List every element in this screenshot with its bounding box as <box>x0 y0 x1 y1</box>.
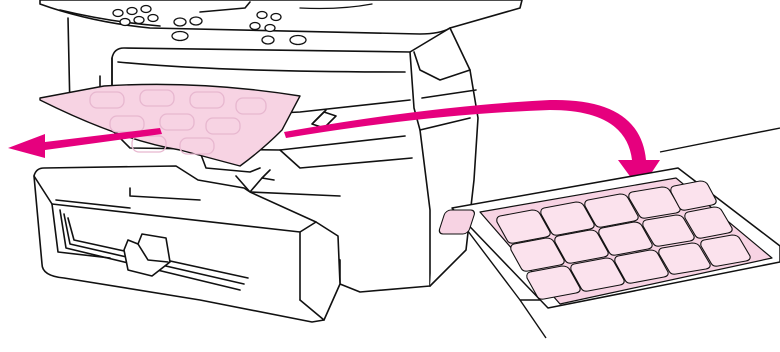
label-sheet-icon <box>438 128 780 338</box>
printer-icon <box>34 0 522 322</box>
arrow-left-icon <box>8 128 162 158</box>
